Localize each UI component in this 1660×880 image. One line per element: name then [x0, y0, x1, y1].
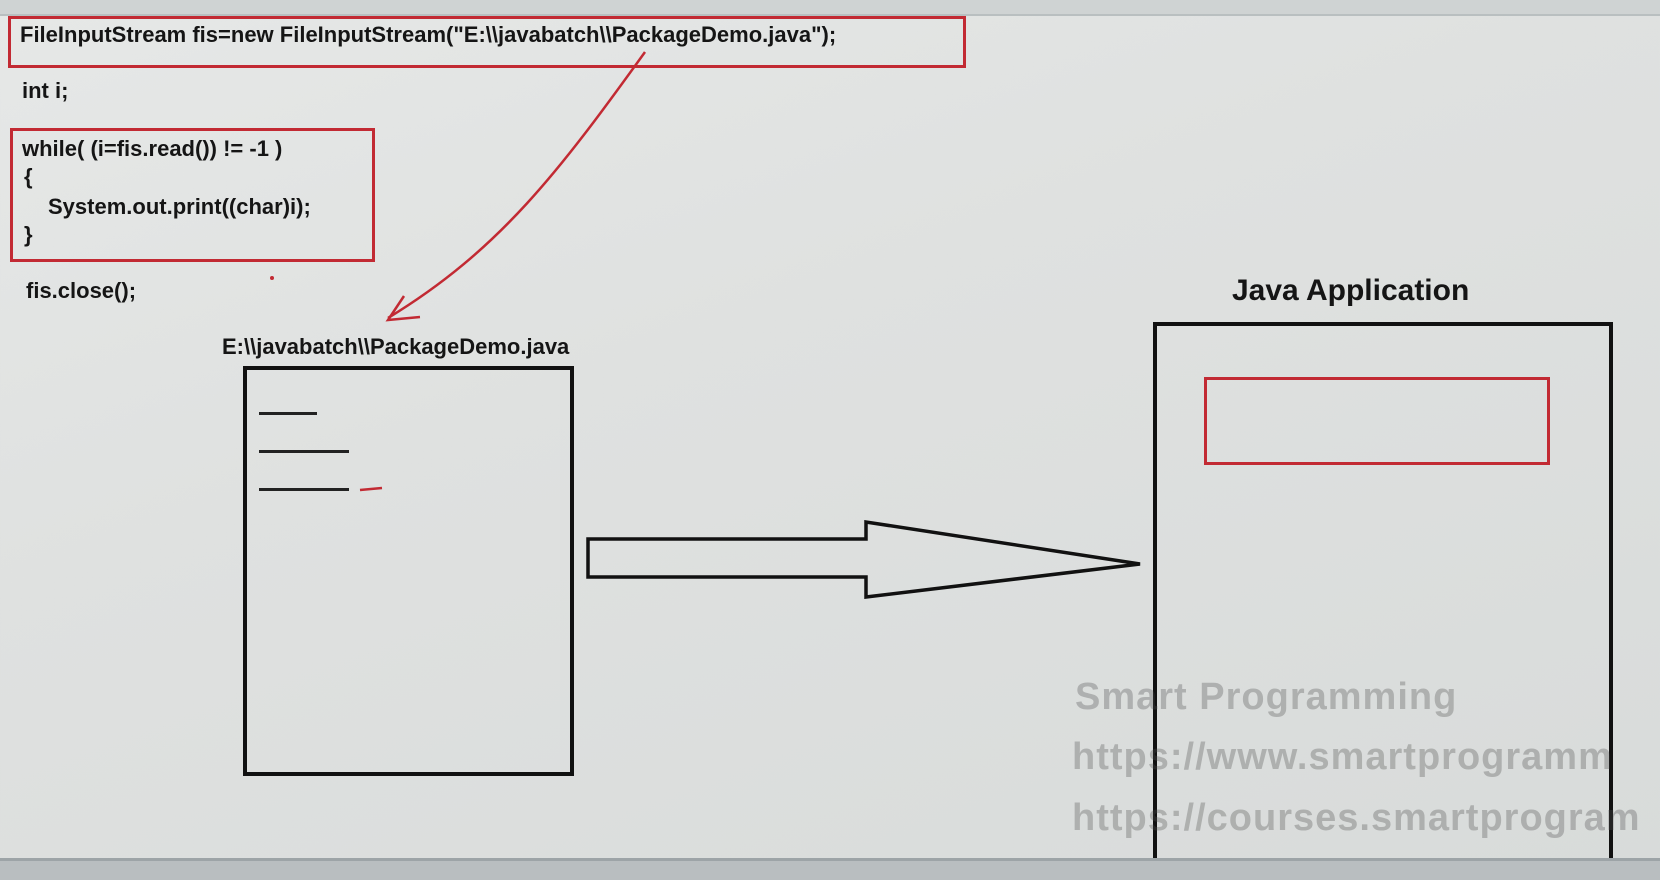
code-line-stream: FileInputStream fis=new FileInputStream(…: [20, 22, 837, 47]
red-cursor-mark: [359, 486, 383, 492]
code-line-print: System.out.print((char)i);: [48, 194, 311, 219]
app-title: Java Application: [1232, 274, 1470, 307]
stray-dot: [270, 276, 274, 280]
path-reference-arrowhead: [385, 295, 421, 322]
watermark-brand: Smart Programming: [1075, 676, 1458, 718]
code-line-close: fis.close();: [26, 278, 137, 303]
bottom-border: [0, 858, 1660, 880]
stream-flow-arrow: [586, 519, 1141, 599]
top-border: [0, 0, 1660, 16]
loop-highlight-box: [10, 128, 375, 262]
file-content-line: [259, 488, 349, 491]
code-line-open-brace: {: [24, 164, 33, 189]
stream-highlight-box: [8, 16, 966, 68]
path-reference-arrow: [387, 51, 647, 320]
app-output-box: [1204, 377, 1550, 465]
file-box: [243, 366, 574, 776]
code-line-while: while( (i=fis.read()) != -1 ): [22, 136, 283, 161]
watermark-url-courses: https://courses.smartprogram: [1072, 797, 1641, 839]
code-line-close-brace: }: [24, 222, 33, 247]
file-path-label: E:\\javabatch\\PackageDemo.java: [222, 334, 570, 359]
file-content-line: [259, 450, 349, 453]
file-content-line: [259, 412, 317, 415]
watermark-url-www: https://www.smartprogramm: [1072, 736, 1613, 778]
code-line-declare: int i;: [22, 78, 69, 103]
